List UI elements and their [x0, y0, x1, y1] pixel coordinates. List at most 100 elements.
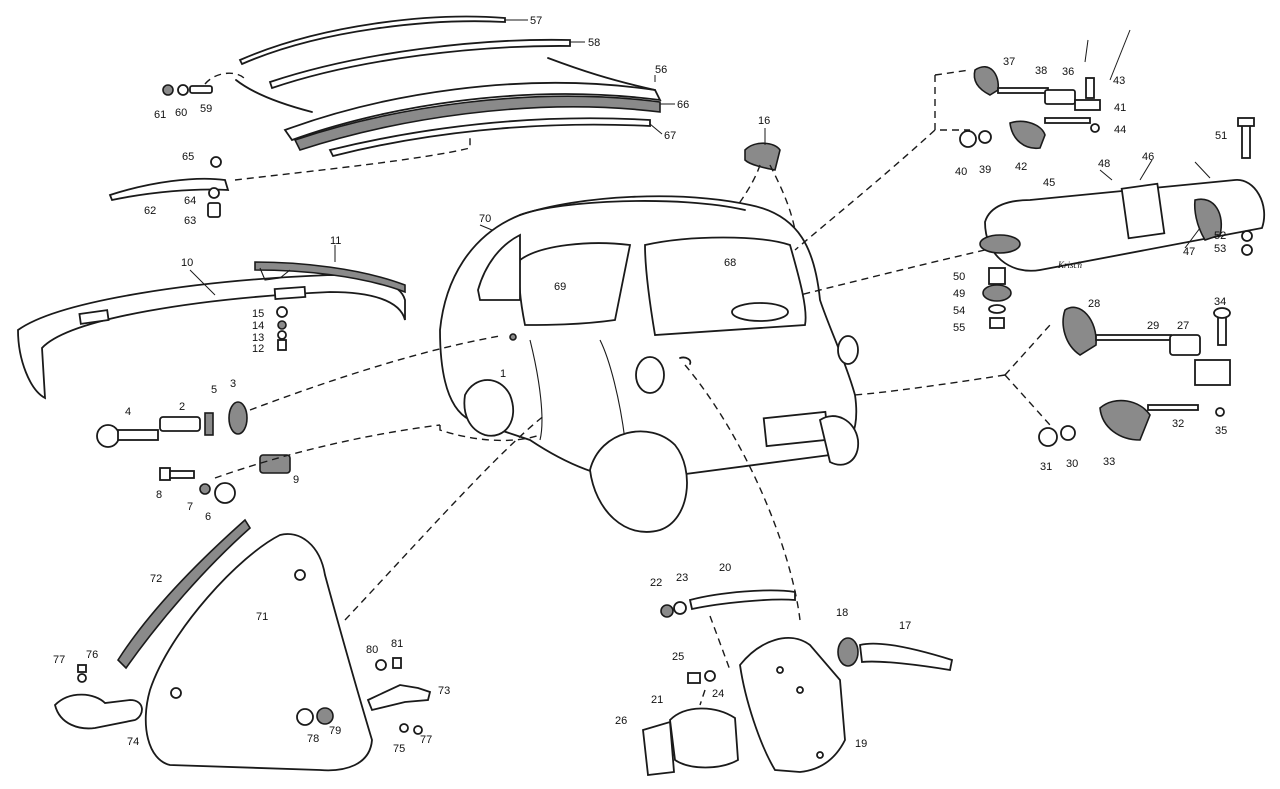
lock-assembly — [96, 335, 501, 448]
callout-73: 73 — [438, 685, 450, 697]
leader-lines — [189, 19, 1211, 296]
callout-74: 74 — [127, 736, 139, 748]
callout-61: 61 — [154, 109, 166, 121]
callout-79: 79 — [329, 725, 341, 737]
callout-21: 21 — [651, 694, 663, 706]
roof-strips — [235, 15, 662, 158]
mounting-hardware — [159, 424, 541, 504]
callout-80: 80 — [366, 644, 378, 656]
callout-56: 56 — [655, 64, 667, 76]
callout-64: 64 — [184, 195, 196, 207]
callout-15: 15 — [252, 308, 264, 320]
callout-53: 53 — [1214, 243, 1226, 255]
callout-4: 4 — [125, 406, 131, 418]
seal-66 — [293, 95, 661, 151]
callout-68: 68 — [724, 257, 736, 269]
side-window-assembly — [54, 414, 546, 772]
bumper-assembly — [17, 261, 406, 400]
callout-43: 43 — [1113, 75, 1125, 87]
callout-52: 52 — [1214, 230, 1226, 242]
callout-24: 24 — [712, 688, 724, 700]
callout-58: 58 — [588, 37, 600, 49]
part-16 — [737, 142, 796, 231]
callout-76: 76 — [86, 649, 98, 661]
callout-62: 62 — [144, 205, 156, 217]
callout-37: 37 — [1003, 56, 1015, 68]
callout-50: 50 — [953, 271, 965, 283]
strip-56 — [283, 81, 662, 142]
callout-67: 67 — [664, 130, 676, 142]
callout-42: 42 — [1015, 161, 1027, 173]
callout-60: 60 — [175, 107, 187, 119]
callout-45: 45 — [1043, 177, 1055, 189]
callout-8: 8 — [156, 489, 162, 501]
callout-72: 72 — [150, 573, 162, 585]
callout-13: 13 — [252, 332, 264, 344]
car-body — [439, 195, 859, 533]
callout-59: 59 — [200, 103, 212, 115]
callout-9: 9 — [293, 474, 299, 486]
callout-66: 66 — [677, 99, 689, 111]
callout-78: 78 — [307, 733, 319, 745]
callout-51: 51 — [1215, 130, 1227, 142]
callout-31: 31 — [1040, 461, 1052, 473]
callout-71: 71 — [256, 611, 268, 623]
callout-2: 2 — [179, 401, 185, 413]
callout-38: 38 — [1035, 65, 1047, 77]
callout-6: 6 — [205, 511, 211, 523]
callout-57: 57 — [530, 15, 542, 27]
callout-69: 69 — [554, 281, 566, 293]
callout-7: 7 — [187, 501, 193, 513]
callout-40: 40 — [955, 166, 967, 178]
callout-47: 47 — [1183, 246, 1195, 258]
callout-81: 81 — [391, 638, 403, 650]
callout-39: 39 — [979, 164, 991, 176]
callout-16: 16 — [758, 115, 770, 127]
callout-27: 27 — [1177, 320, 1189, 332]
callout-36: 36 — [1062, 66, 1074, 78]
callout-32: 32 — [1172, 418, 1184, 430]
brand-mark: Krisch — [1057, 260, 1083, 270]
callout-29: 29 — [1147, 320, 1159, 332]
strip-57 — [238, 15, 506, 66]
callout-11: 11 — [330, 235, 341, 247]
callout-3: 3 — [230, 378, 236, 390]
callout-17: 17 — [899, 620, 911, 632]
callout-48: 48 — [1098, 158, 1110, 170]
callout-5: 5 — [211, 384, 217, 396]
callout-18: 18 — [836, 607, 848, 619]
callout-70: 70 — [479, 213, 491, 225]
callout-49: 49 — [953, 288, 965, 300]
callout-14: 14 — [252, 320, 264, 332]
callout-33: 33 — [1103, 456, 1115, 468]
roof-fasteners — [162, 72, 245, 96]
callout-77: 77 — [53, 654, 65, 666]
callout-77b: 77 — [420, 734, 432, 746]
callout-35: 35 — [1215, 425, 1227, 437]
callout-75: 75 — [393, 743, 405, 755]
strip-58 — [268, 38, 571, 90]
callout-63: 63 — [184, 215, 196, 227]
callout-12: 12 — [252, 343, 264, 355]
pull-rod-lower — [854, 306, 1231, 447]
door-latch-assembly — [642, 364, 954, 776]
callout-34: 34 — [1214, 296, 1226, 308]
callout-20: 20 — [719, 562, 731, 574]
callout-23: 23 — [676, 572, 688, 584]
cylinder-assembly: Krisch — [799, 117, 1266, 329]
callout-labels: 1 2 3 4 5 6 7 8 9 10 11 12 13 14 15 16 1… — [53, 15, 1227, 755]
callout-1: 1 — [500, 368, 506, 380]
roof-lever — [108, 138, 471, 218]
callout-46: 46 — [1142, 151, 1154, 163]
callout-28: 28 — [1088, 298, 1100, 310]
callout-22: 22 — [650, 577, 662, 589]
pull-rod-upper — [794, 66, 1101, 251]
callout-41: 41 — [1114, 102, 1126, 114]
callout-65: 65 — [182, 151, 194, 163]
callout-30: 30 — [1066, 458, 1078, 470]
callout-19: 19 — [855, 738, 867, 750]
callout-54: 54 — [953, 305, 965, 317]
callout-44: 44 — [1114, 124, 1126, 136]
callout-25: 25 — [672, 651, 684, 663]
